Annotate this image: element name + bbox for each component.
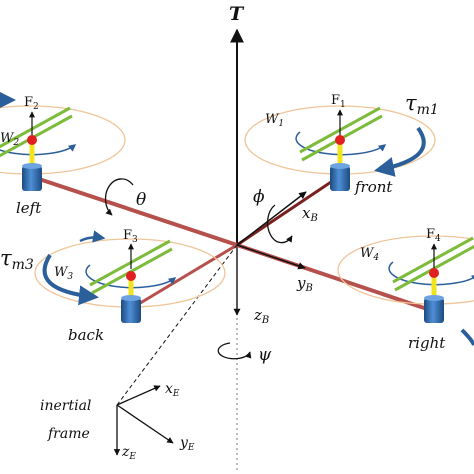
rotor-disc xyxy=(337,235,474,305)
spin-arrow xyxy=(85,264,177,289)
motor-top xyxy=(330,163,350,169)
motor xyxy=(424,298,444,323)
yb-label: yB xyxy=(296,274,313,294)
force-label: F3 xyxy=(123,228,138,245)
torque-m3-arrow xyxy=(42,253,99,306)
inertial-frame: xE yE zE inertial frame xyxy=(40,381,195,462)
motor-top xyxy=(22,163,42,169)
zb-label: zB xyxy=(253,306,269,326)
xe-label: xE xyxy=(165,381,180,399)
propeller-blade xyxy=(0,106,71,149)
frame-link-dashed xyxy=(116,244,238,406)
torque-m3-label: τm3 xyxy=(0,246,34,273)
yaw-label: ψ xyxy=(258,345,272,365)
rotor-hub xyxy=(126,271,136,281)
roll-rotation-arrow xyxy=(266,204,293,244)
position-label: front xyxy=(354,178,393,196)
rotor-hub xyxy=(335,135,345,145)
torque-m4-arrow-partial xyxy=(460,328,474,346)
speed-label: W1 xyxy=(265,112,284,129)
xb-axis xyxy=(236,191,307,246)
ye-label: yE xyxy=(179,435,195,453)
propeller-blade xyxy=(91,247,173,295)
position-label: right xyxy=(408,334,446,352)
spin-arrow xyxy=(295,131,387,156)
pitch-label: θ xyxy=(136,190,146,210)
speed-label: W2 xyxy=(0,131,19,148)
force-label: F2 xyxy=(24,95,39,112)
force-label: F4 xyxy=(426,227,441,244)
position-label: back xyxy=(68,326,104,344)
rotor-hub xyxy=(429,268,439,278)
position-label: left xyxy=(16,199,42,217)
propeller-blade xyxy=(89,239,171,287)
propeller-blade xyxy=(392,236,474,284)
motor xyxy=(121,298,141,323)
motor xyxy=(330,166,350,191)
force-label: F1 xyxy=(331,93,346,110)
motor-top xyxy=(424,295,444,301)
inertial-frame-label-line1: inertial xyxy=(40,398,91,414)
speed-label: W4 xyxy=(360,246,379,263)
inertial-frame-label-line2: frame xyxy=(47,426,90,442)
rotor-left: F2 W2 left xyxy=(0,95,126,217)
motor xyxy=(22,166,42,191)
rotor-hub xyxy=(27,135,37,145)
pitch-rotation-arrow xyxy=(104,178,134,216)
spin-arrow xyxy=(388,261,474,286)
torque-m1-arrow xyxy=(374,126,426,177)
yb-axis xyxy=(236,244,306,270)
motor-top xyxy=(121,295,141,301)
propeller-blade xyxy=(394,244,474,292)
torque-m1-label: τm1 xyxy=(405,91,439,118)
ye-axis xyxy=(116,404,174,444)
xb-label: xB xyxy=(302,204,318,224)
thrust-label: T xyxy=(229,3,245,25)
rotor-back: F3 W3 back xyxy=(34,228,226,344)
arms xyxy=(29,174,437,314)
spin-arrow xyxy=(0,144,77,156)
rotor-front: F1 W1 front xyxy=(244,93,436,196)
ze-label: zE xyxy=(121,444,136,462)
xe-axis xyxy=(116,385,161,406)
rotor-right: F4 W4 right xyxy=(337,227,474,352)
yaw-rotation-arrow xyxy=(217,342,252,360)
roll-label: ϕ xyxy=(253,187,265,207)
torque-m3-arrow-top xyxy=(79,230,106,243)
speed-label: W3 xyxy=(54,265,73,282)
